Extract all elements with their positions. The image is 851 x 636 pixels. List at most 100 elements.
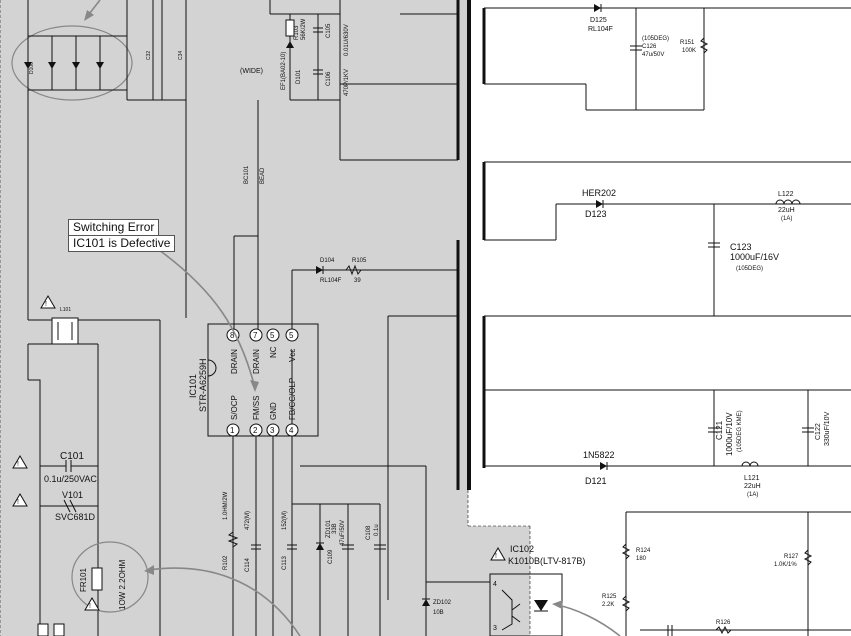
d104-part: RL104F — [320, 278, 342, 284]
c121-label: C121 — [715, 420, 724, 440]
zd102-value: 10B — [433, 610, 444, 616]
d101-part: EF1(BA02-10) — [281, 52, 287, 90]
c105-label: C105 — [326, 23, 332, 38]
l121-label: L121 — [744, 475, 760, 482]
svg-text:!: ! — [17, 499, 19, 506]
svg-text:!: ! — [495, 553, 497, 560]
c123-value: 1000uF/16V — [730, 252, 779, 262]
pin2-num: 2 — [253, 426, 258, 435]
fr101-label: FR101 — [79, 567, 88, 592]
zd101-value: 33B — [332, 523, 338, 534]
c108-value: 0.1u — [374, 524, 380, 536]
pin1-name: S/OCP — [230, 395, 239, 420]
r125-value: 2.2K — [602, 602, 614, 608]
zd101-label: ZD101 — [326, 519, 332, 538]
r103-value: 56K/2W — [301, 18, 307, 40]
c108-label: C108 — [366, 525, 372, 540]
c126-label: C126 — [642, 44, 657, 50]
ic102-pin3: 3 — [493, 625, 497, 632]
pin8-num: 8 — [230, 331, 235, 340]
pin4-name: FB/CC/OLP — [288, 378, 297, 420]
l122-label: L122 — [778, 191, 794, 198]
r127-value: 1.0K/1% — [774, 562, 797, 568]
bridge-rectifier: D106 C32 C34 — [11, 0, 187, 320]
cap-c34-label: C34 — [178, 51, 184, 60]
secondary-output: D125 RL104F (105DEG) C126 47u/50V R151 1… — [484, 4, 851, 636]
her202-label: HER202 — [582, 188, 616, 198]
r151-label: R151 — [680, 40, 695, 46]
pin7-num: 7 — [253, 331, 258, 340]
d123-label: D123 — [585, 209, 607, 219]
r151-value: 100K — [682, 48, 696, 54]
ic101-label: IC101 — [188, 374, 198, 398]
pin5b-name: Vcc — [288, 349, 297, 362]
pin2-name: FM/SS — [252, 396, 261, 420]
d1n5822-label: 1N5822 — [583, 450, 615, 460]
bc101-label: BC101 — [244, 165, 250, 184]
l101-label: L101 — [60, 307, 71, 313]
d104-label: D104 — [320, 258, 335, 264]
pin3-name: GND — [269, 402, 278, 420]
wide-label: (WIDE) — [240, 68, 263, 75]
fuse-resistor-fr101: FR101 1OW 2.2OHM ! — [37, 541, 149, 636]
l121-value: 22uH — [744, 483, 761, 490]
ic101-chip: 8 7 5 5 1 2 3 4 DRAIN DRAIN NC Vcc S/OCP… — [188, 323, 319, 636]
vcc-supply: D104 RL104F R105 39 — [291, 258, 458, 636]
c121-note: (105DEG KME) — [737, 410, 743, 452]
c109-label: C109 — [328, 549, 334, 564]
d125-part: RL104F — [588, 26, 613, 33]
r127-label: R127 — [784, 554, 799, 560]
pin3-num: 3 — [270, 426, 275, 435]
v101-label: V101 — [62, 490, 83, 500]
zd102-label: ZD102 — [433, 600, 452, 606]
c101-label: C101 — [60, 451, 84, 462]
r102-label: R102 — [223, 555, 229, 570]
pin4-num: 4 — [289, 426, 294, 435]
c109-value: 47uF/50V — [340, 520, 346, 546]
bc101-value: BEAD — [260, 167, 266, 184]
pin5b-num: 5 — [289, 331, 294, 340]
c106-value: 470P/1KV — [344, 69, 350, 96]
c121-value: 1000uF/10V — [725, 412, 734, 456]
ic102-part: K1010B(LTV-817B) — [508, 556, 585, 566]
d121-label: D121 — [585, 476, 607, 486]
callout-switching-error: Switching Error — [68, 219, 160, 236]
svg-text:!: ! — [17, 461, 19, 468]
c105-value: 0.01U/630V — [344, 24, 350, 56]
pin7-name: DRAIN — [252, 349, 261, 374]
r105-label: R105 — [352, 258, 367, 264]
l122-current: (1A) — [781, 216, 792, 222]
v101-value: SVC681D — [55, 512, 96, 522]
d101-label: D101 — [296, 69, 302, 84]
c123-note: (105DEG) — [736, 266, 763, 272]
c106-label: C106 — [326, 71, 332, 86]
bridge-diode-label: D106 — [29, 62, 35, 74]
bead-bc101: BC101 BEAD — [233, 100, 266, 330]
c122-label: C122 — [815, 423, 822, 440]
c113-label: C113 — [282, 555, 288, 570]
c101-value: 0.1u/250VAC — [44, 474, 97, 484]
transformer — [456, 0, 486, 490]
r125-label: R125 — [602, 594, 617, 600]
c126-note: (105DEG) — [642, 36, 669, 42]
r103-label: R103 — [294, 25, 300, 40]
ic102-pin4: 4 — [493, 581, 497, 588]
c113-value: 152(M) — [282, 511, 288, 530]
c126-value: 47u/50V — [642, 52, 664, 58]
r102-value: 1.0HM/2W — [223, 491, 229, 520]
d125-label: D125 — [590, 17, 607, 24]
r124-label: R124 — [636, 548, 651, 554]
input-filter: ! C101 0.1u/250VAC ! V101 SVC681D — [12, 451, 98, 522]
l121-current: (1A) — [747, 492, 758, 498]
primary-lower-components: 1.0HM/2W R102 472(M) C114 152(M) C113 ZD… — [223, 465, 490, 636]
snubber-network: R103 56K/2W C105 0.01U/630V D101 EF1(BA0… — [240, 0, 458, 161]
pin5-name: NC — [269, 346, 278, 358]
ic101-part: STR-A6259H — [198, 358, 208, 412]
c123-label: C123 — [730, 242, 752, 252]
pin5-num: 5 — [270, 331, 275, 340]
fr101-value: 1OW 2.2OHM — [118, 559, 127, 610]
svg-text:!: ! — [45, 301, 47, 308]
c122-value: 330uF/10V — [824, 411, 831, 446]
